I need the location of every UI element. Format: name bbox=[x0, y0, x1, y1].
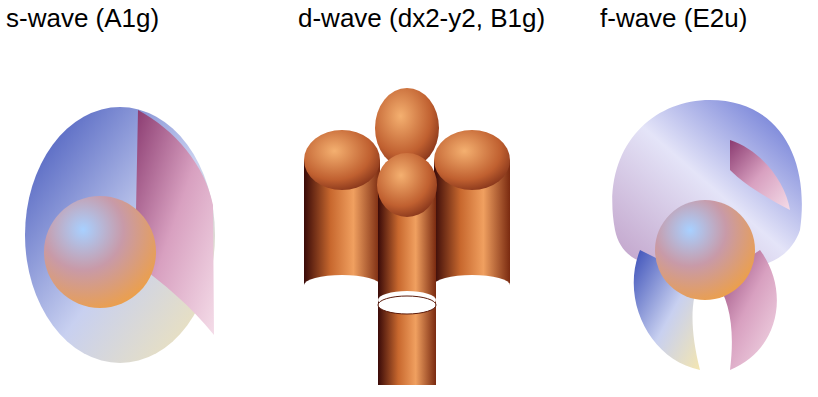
wave-label: d-wave (dx2-y2, B1g) bbox=[298, 4, 545, 33]
wave-label: s-wave (A1g) bbox=[6, 4, 159, 33]
wave-label: f-wave (E2u) bbox=[600, 4, 747, 33]
